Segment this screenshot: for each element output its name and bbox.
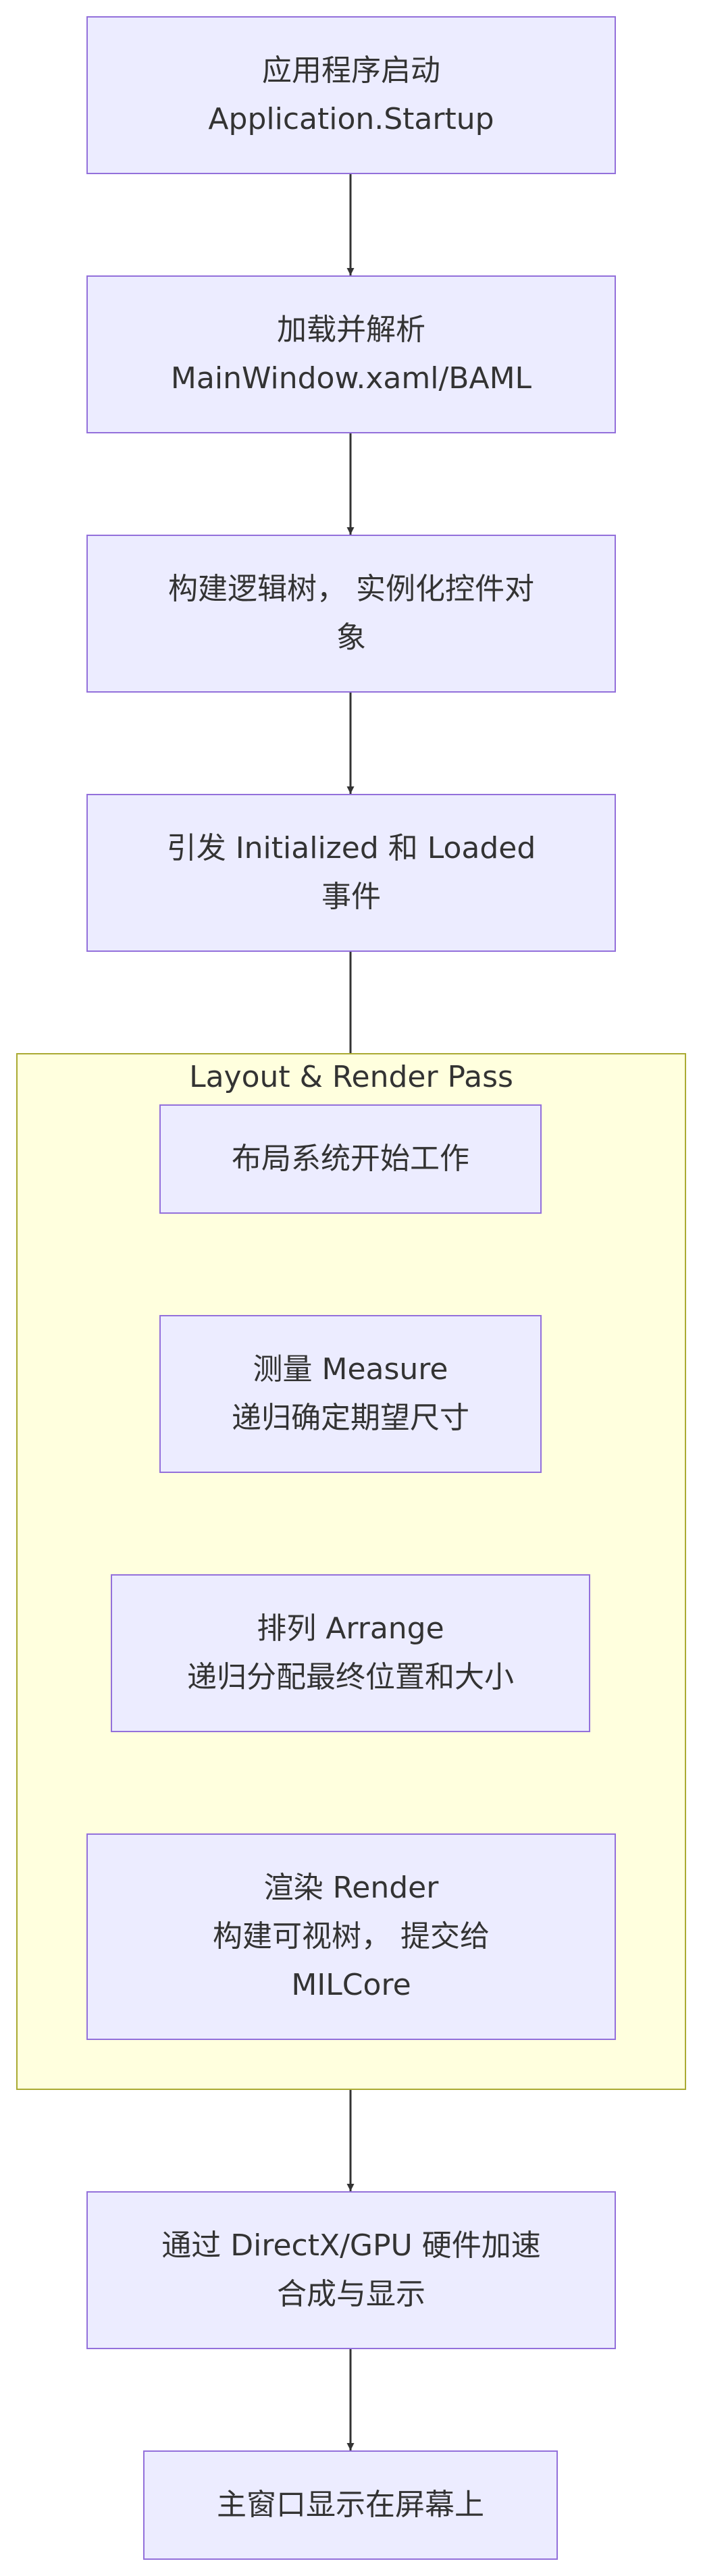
node-line: 布局系统开始工作 <box>232 1142 469 1176</box>
node-line: 通过 DirectX/GPU 硬件加速 <box>161 2228 541 2263</box>
group-title: Layout & Render Pass <box>189 1060 513 1094</box>
node-line: 象 <box>336 620 366 655</box>
node-layout-system-start: 布局系统开始工作 <box>159 1104 542 1214</box>
node-line: MainWindow.xaml/BAML <box>170 361 532 396</box>
node-window-shown: 主窗口显示在屏幕上 <box>143 2450 558 2560</box>
node-line: MILCore <box>291 1968 411 2002</box>
node-line: 加载并解析 <box>277 313 425 347</box>
node-arrange: 排列 Arrange 递归分配最终位置和大小 <box>111 1574 590 1732</box>
node-line: 构建可视树， 提交给 <box>213 1919 490 1954</box>
node-line: 合成与显示 <box>277 2277 425 2311</box>
node-line: Application.Startup <box>208 102 494 136</box>
node-line: 递归确定期望尺寸 <box>232 1401 469 1435</box>
node-line: 排列 Arrange <box>257 1611 444 1646</box>
node-build-logical-tree: 构建逻辑树， 实例化控件对 象 <box>86 535 616 693</box>
node-line: 引发 Initialized 和 Loaded <box>166 831 536 865</box>
node-line: 测量 Measure <box>253 1352 448 1387</box>
node-line: 主窗口显示在屏幕上 <box>217 2488 484 2522</box>
node-measure: 测量 Measure 递归确定期望尺寸 <box>159 1315 542 1473</box>
node-load-parse-xaml: 加载并解析 MainWindow.xaml/BAML <box>86 275 616 433</box>
node-line: 构建逻辑树， 实例化控件对 <box>168 572 534 606</box>
node-line: 递归分配最终位置和大小 <box>187 1660 514 1694</box>
node-gpu-compose: 通过 DirectX/GPU 硬件加速 合成与显示 <box>86 2191 616 2349</box>
node-render: 渲染 Render 构建可视树， 提交给 MILCore <box>86 1833 616 2040</box>
node-line: 事件 <box>321 880 381 914</box>
node-raise-loaded-events: 引发 Initialized 和 Loaded 事件 <box>86 794 616 952</box>
node-line: 渲染 Render <box>263 1871 439 1905</box>
node-line: 应用程序启动 <box>262 53 440 88</box>
node-application-startup: 应用程序启动 Application.Startup <box>86 16 616 174</box>
